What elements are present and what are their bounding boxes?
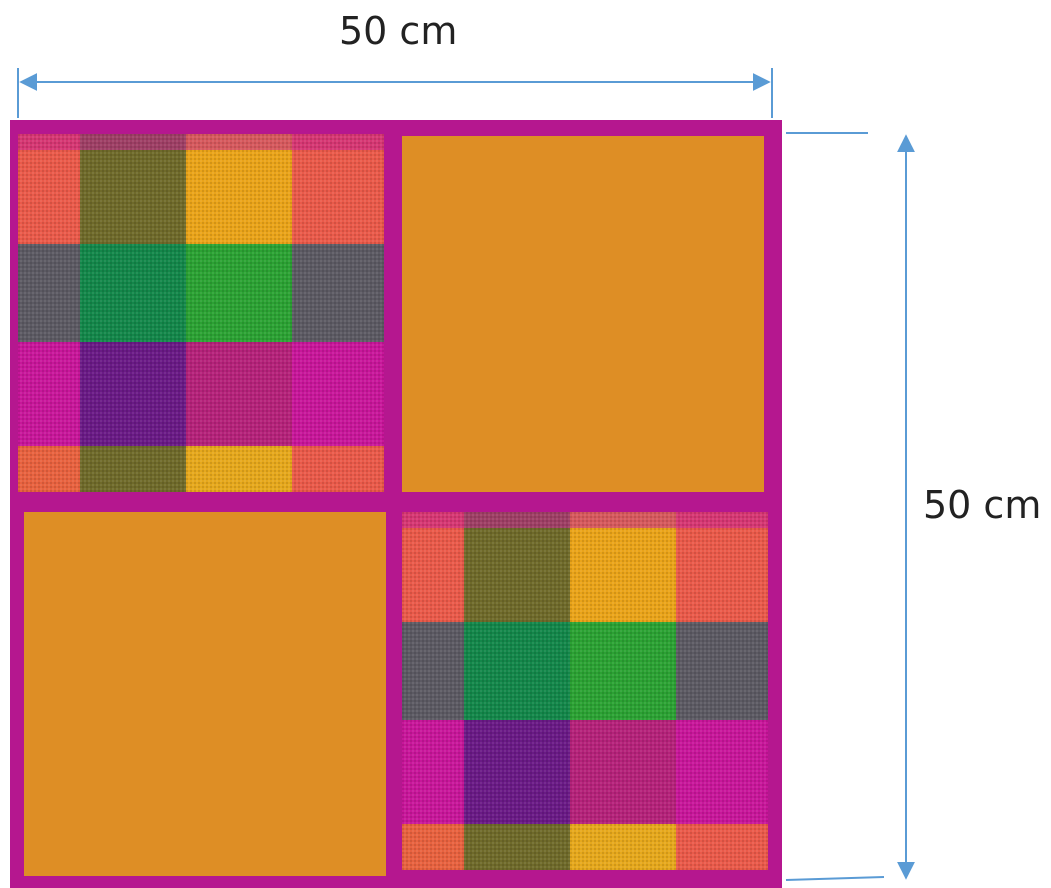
- quilt-block: [10, 120, 782, 888]
- height-extension-bottom: [785, 876, 885, 881]
- height-dimension-label: 50 cm: [923, 483, 1042, 527]
- quilt-drawing: [10, 120, 782, 888]
- plain-panel-bottom-left: [24, 512, 386, 876]
- plaid-panel-bottom-right: [402, 512, 768, 870]
- plain-panel-top-right: [402, 136, 764, 492]
- plaid-panel-top-left: [18, 134, 384, 492]
- width-dimension-label: 50 cm: [339, 9, 458, 53]
